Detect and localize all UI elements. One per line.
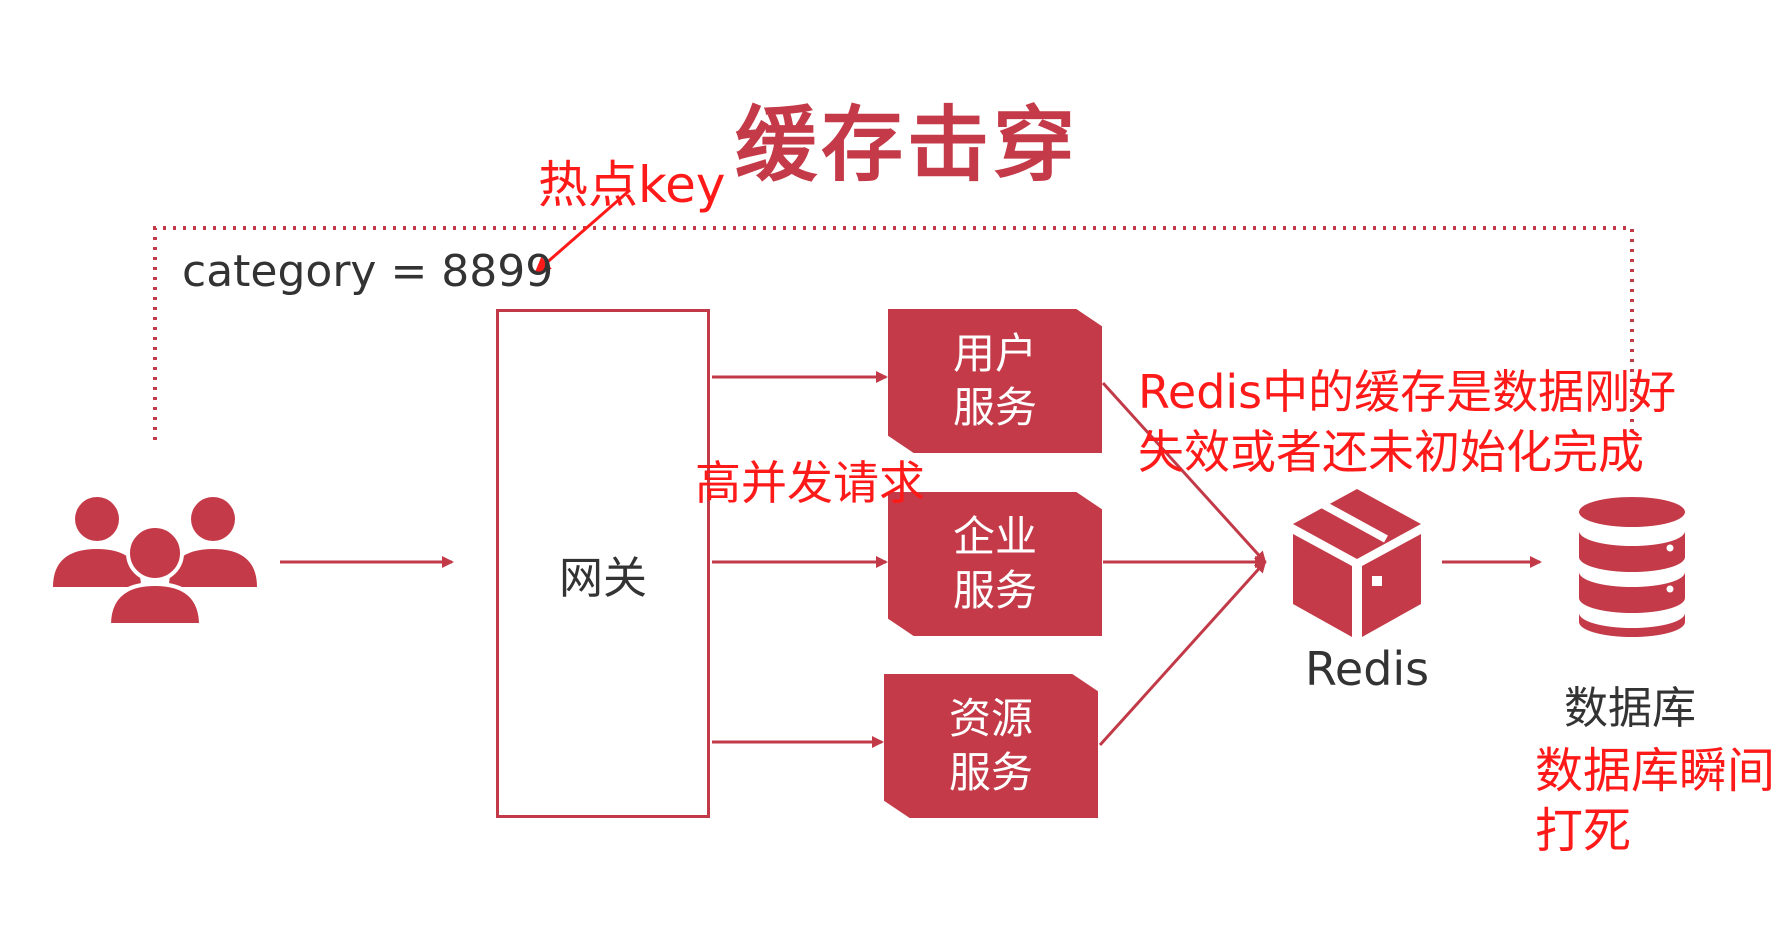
high-concurrency-annotation: 高并发请求 <box>695 456 925 510</box>
users-group-icon <box>53 497 257 627</box>
resource-service-label-line2: 服务 <box>948 748 1033 797</box>
database-annotation-line2: 打死 <box>1535 803 1632 859</box>
redis-annotation-line2: 失效或者还未初始化完成 <box>1138 425 1644 479</box>
user-service-label-line2: 服务 <box>952 383 1037 432</box>
enterprise-service-label-line1: 企业 <box>952 512 1037 561</box>
page-title: 缓存击穿 <box>735 98 1080 193</box>
resource-service-node: 资源 服务 <box>884 674 1098 818</box>
enterprise-service-label-line2: 服务 <box>952 566 1037 615</box>
hot-key-pointer-arrow <box>534 188 631 274</box>
redis-annotation-line1: Redis中的缓存是数据刚好 <box>1138 365 1677 419</box>
resource-service-label-line1: 资源 <box>948 694 1033 743</box>
arrow-resource-service-to-redis <box>1098 560 1267 747</box>
user-service-node: 用户 服务 <box>888 309 1102 453</box>
database-label: 数据库 <box>1564 683 1696 734</box>
arrow-user-service-to-redis <box>1101 381 1267 564</box>
user-service-label-line1: 用户 <box>952 329 1037 378</box>
dotted-bracket <box>153 226 1634 440</box>
request-key-label: category = 8899 <box>182 246 554 297</box>
box-icon <box>1293 489 1421 637</box>
gateway-node: 网关 <box>496 309 710 818</box>
enterprise-service-node: 企业 服务 <box>888 492 1102 636</box>
gateway-label: 网关 <box>559 553 647 604</box>
database-annotation: 数据库瞬间 打死 <box>1535 741 1775 861</box>
database-icon <box>1579 497 1685 637</box>
hot-key-annotation: 热点key <box>538 156 726 214</box>
redis-annotation: Redis中的缓存是数据刚好 失效或者还未初始化完成 <box>1138 362 1676 482</box>
database-annotation-line1: 数据库瞬间 <box>1535 743 1776 799</box>
redis-label: Redis <box>1305 642 1430 696</box>
